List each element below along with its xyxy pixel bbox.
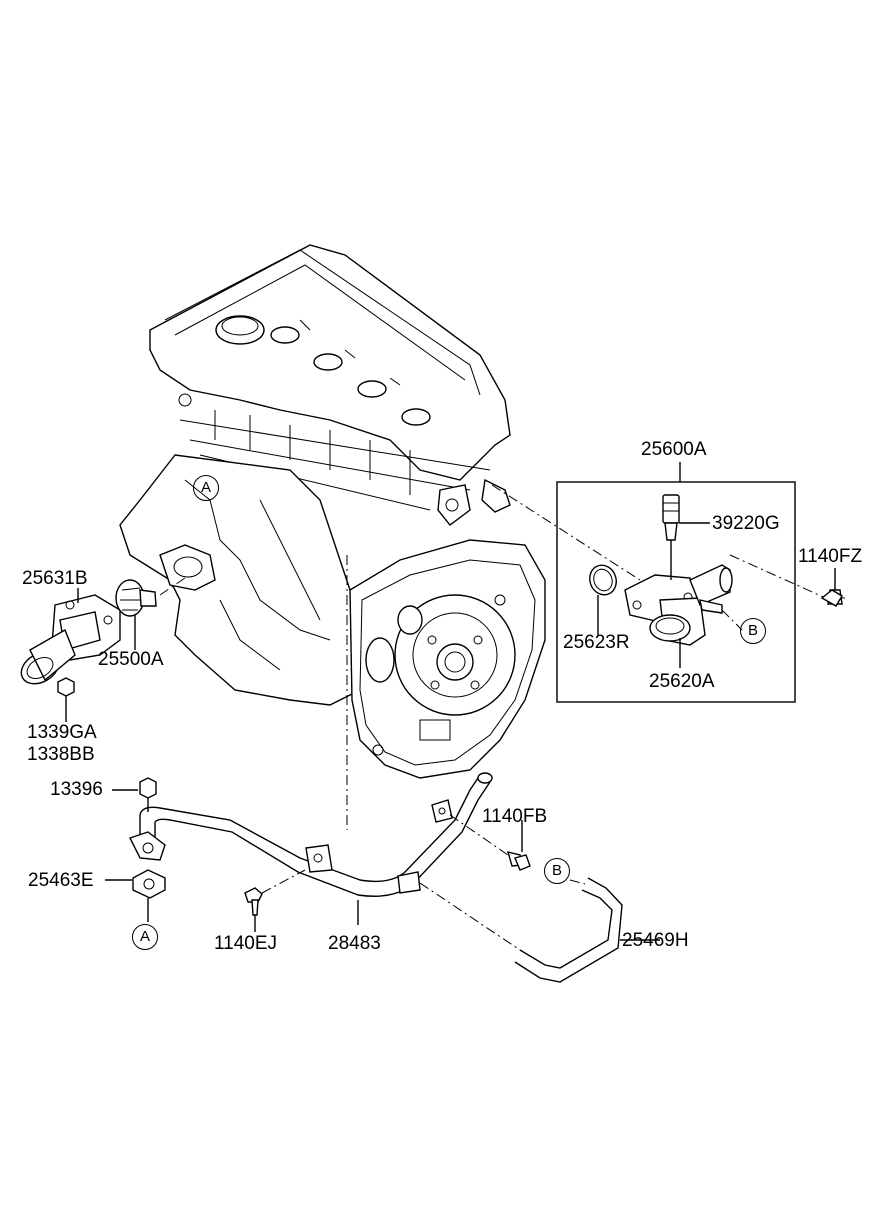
marker-b-inlet: B <box>740 618 766 644</box>
label-25631B: 25631B <box>22 568 88 589</box>
marker-b-hose: B <box>544 858 570 884</box>
hose-25469h <box>419 877 660 983</box>
label-1338BB: 1338BB <box>27 744 95 765</box>
label-25600A: 25600A <box>641 439 707 460</box>
label-1140FB: 1140FB <box>482 806 548 827</box>
coolant-pipe-28483 <box>129 772 493 925</box>
bolt-1140fz <box>820 568 845 607</box>
label-1140EJ: 1140EJ <box>214 933 278 954</box>
water-inlet-assembly <box>491 462 831 703</box>
label-39220G: 39220G <box>712 513 780 534</box>
bolt-1140fb <box>449 814 531 871</box>
marker-a-engine: A <box>193 475 219 501</box>
label-28483: 28483 <box>328 933 381 954</box>
label-1140FZ: 1140FZ <box>798 546 863 567</box>
thermostat-group <box>20 577 186 722</box>
label-25469H: 25469H <box>622 930 689 951</box>
engine-assembly <box>119 244 546 830</box>
bolt-13396 <box>112 777 157 812</box>
gasket-25463e <box>105 869 166 922</box>
bolt-1140ej <box>244 869 306 932</box>
label-13396: 13396 <box>50 779 103 800</box>
label-1339GA: 1339GA <box>27 722 97 743</box>
marker-a-gasket: A <box>132 924 158 950</box>
label-25623R: 25623R <box>563 632 630 653</box>
label-25620A: 25620A <box>649 671 715 692</box>
label-25463E: 25463E <box>28 870 94 891</box>
label-25500A: 25500A <box>98 649 164 670</box>
